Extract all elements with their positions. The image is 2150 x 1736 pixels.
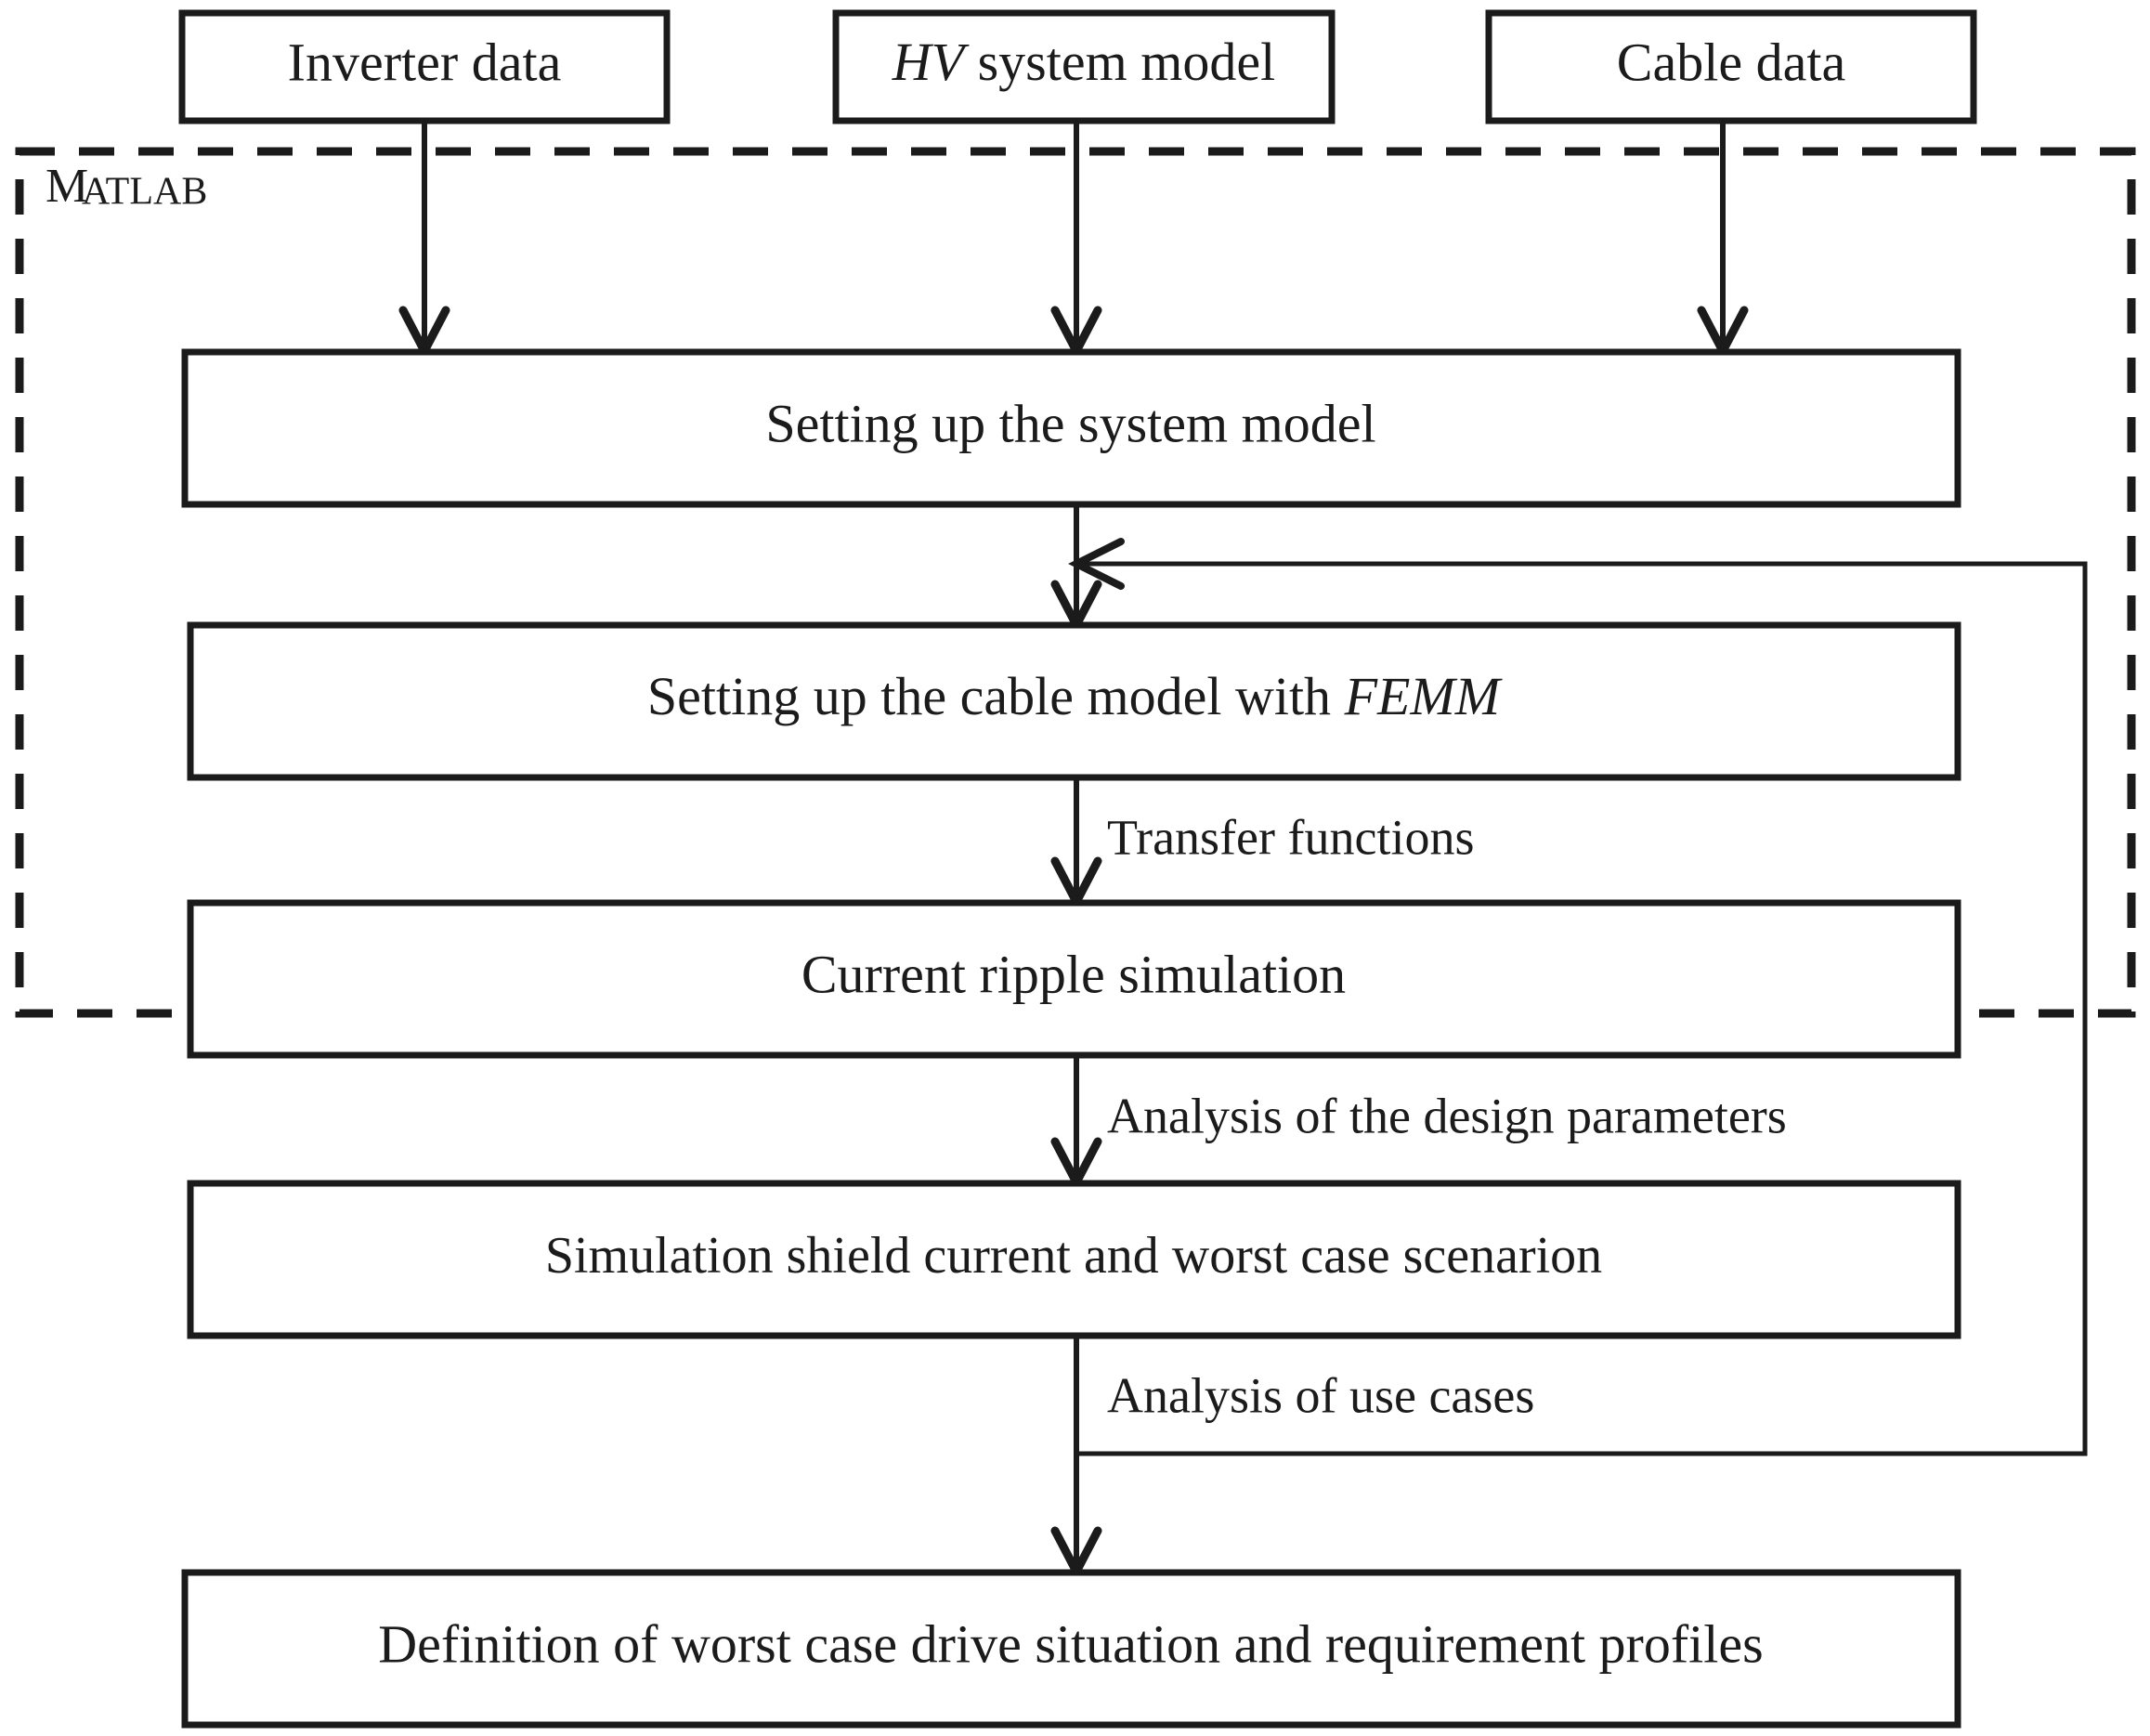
input-box-inverter-data: Inverter data [178, 9, 671, 124]
edge-label-analysis-design-parameters: Analysis of the design parameters [1107, 1088, 1787, 1143]
matlab-container-label: M ATLAB [46, 160, 207, 214]
cable-model-lead-part: Setting up the cable model with [647, 666, 1345, 726]
setting-up-cable-model-box [187, 621, 1961, 781]
process-box-simulation-shield-current: Simulation shield current and worst case… [187, 1180, 1961, 1339]
arrow-current-ripple-to-shield-current: Analysis of the design parameters [1050, 1055, 1787, 1192]
current-ripple-simulation-label: Current ripple simulation [801, 944, 1346, 1004]
process-box-setting-up-cable-model: Setting up the cable model with FEMM [187, 621, 1961, 781]
definition-worst-case-box [181, 1569, 1961, 1729]
arrow-shield-current-to-definition: Analysis of use cases [1050, 1336, 1534, 1581]
definition-worst-case-label: Definition of worst case drive situation… [378, 1613, 1763, 1674]
process-box-setting-up-system-model: Setting up the system model [181, 348, 1961, 508]
hv-roman-part: system model [964, 32, 1275, 92]
simulation-shield-current-box [187, 1180, 1961, 1339]
input-box-cable-data: Cable data [1485, 9, 1977, 124]
cable-data-label: Cable data [1617, 32, 1845, 92]
hv-system-model-box [832, 9, 1336, 124]
simulation-shield-current-label: Simulation shield current and worst case… [545, 1227, 1602, 1285]
feedback-arrow-head-icon [1068, 538, 1125, 590]
matlab-label-rest: ATLAB [82, 171, 207, 214]
inverter-data-label: Inverter data [288, 32, 562, 92]
output-box-definition-worst-case: Definition of worst case drive situation… [181, 1569, 1961, 1729]
setting-up-system-model-box [181, 348, 1961, 508]
feedback-loop-line [1076, 561, 2088, 1456]
edge-label-transfer-functions: Transfer functions [1107, 809, 1474, 865]
input-box-hv-system-model: HV system model [832, 9, 1336, 124]
hv-system-model-label: HV system model [892, 32, 1275, 92]
edge-label-analysis-use-cases: Analysis of use cases [1107, 1367, 1534, 1423]
hv-italic-part: HV [892, 32, 971, 92]
setting-up-cable-model-label: Setting up the cable model with FEMM [647, 666, 1503, 726]
matlab-label-cap: M [46, 160, 88, 213]
inverter-data-box [178, 9, 671, 124]
feedback-loop-to-cable-model [1068, 538, 2088, 1456]
cable-data-box [1485, 9, 1977, 124]
process-box-current-ripple-simulation: Current ripple simulation [187, 899, 1961, 1059]
setting-up-system-model-label: Setting up the system model [765, 393, 1375, 453]
arrow-cable-model-to-current-ripple: Transfer functions [1050, 777, 1474, 911]
femm-italic-part: FEMM [1344, 666, 1503, 726]
